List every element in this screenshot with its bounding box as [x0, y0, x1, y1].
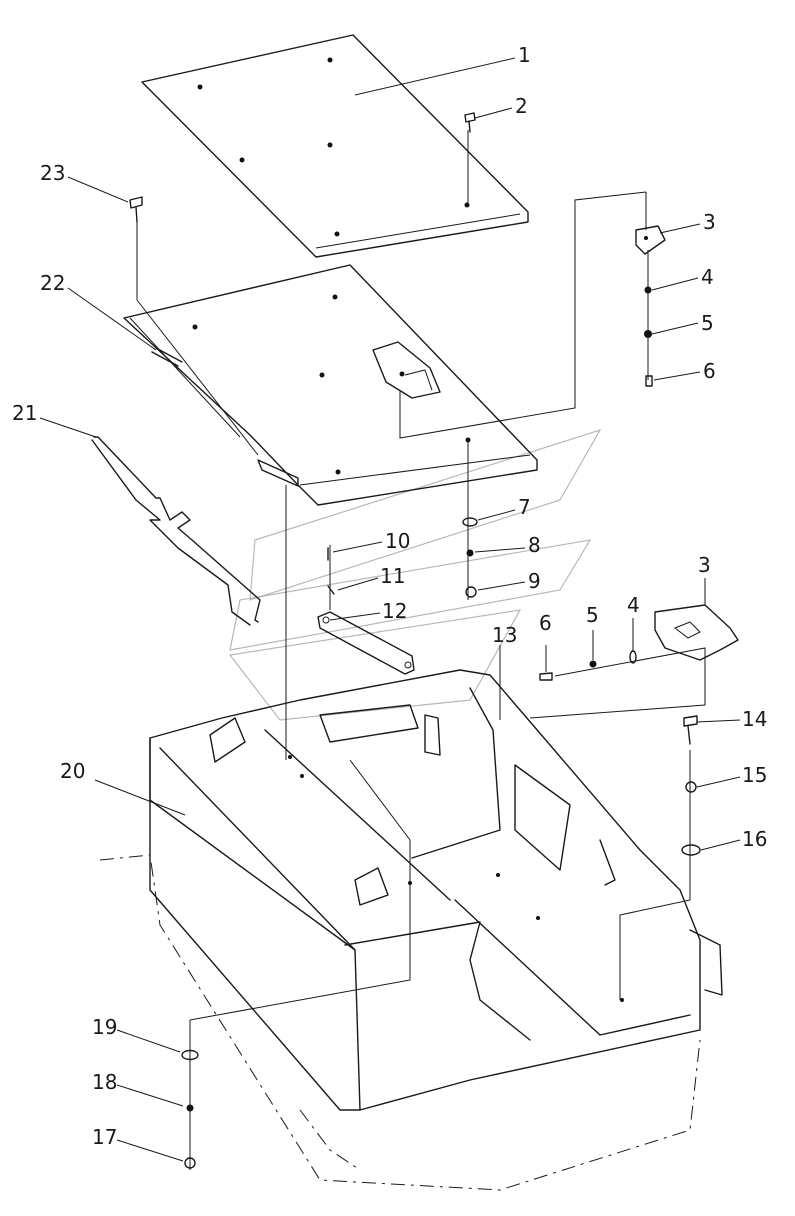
callout-4-upper: 4	[701, 265, 714, 289]
base-outline	[99, 854, 701, 1191]
callout-3-lower: 3	[698, 553, 711, 577]
callout-8: 8	[528, 533, 541, 557]
callout-6-upper: 6	[703, 359, 716, 383]
watermark-logo	[228, 428, 602, 721]
callout-2: 2	[515, 94, 528, 118]
callout-18: 18	[92, 1070, 117, 1094]
leader-lines	[39, 57, 741, 1162]
part-main-housing	[149, 669, 723, 1111]
callout-12: 12	[382, 599, 407, 623]
callout-3-upper: 3	[703, 210, 716, 234]
callout-labels: 1 2 3 4 5 6 23 22 21 7 10 8 11 9 12 13 6…	[12, 43, 767, 1149]
callout-5-upper: 5	[701, 311, 714, 335]
callout-21: 21	[12, 401, 37, 425]
callout-15: 15	[742, 763, 767, 787]
callout-1: 1	[518, 43, 531, 67]
callout-10: 10	[385, 529, 410, 553]
part-lower-plate	[123, 264, 538, 506]
callout-23: 23	[40, 161, 65, 185]
callout-20: 20	[60, 759, 85, 783]
alignment-lines	[136, 130, 706, 1170]
callout-13: 13	[492, 623, 517, 647]
callout-4-lower: 4	[627, 593, 640, 617]
callout-16: 16	[742, 827, 767, 851]
callout-22: 22	[40, 271, 65, 295]
part-wire-rod	[91, 436, 261, 626]
fastener-parts	[129, 112, 739, 1169]
callout-6-lower: 6	[539, 611, 552, 635]
callout-9: 9	[528, 569, 541, 593]
callout-19: 19	[92, 1015, 117, 1039]
callout-7: 7	[518, 495, 531, 519]
callout-14: 14	[742, 707, 767, 731]
callout-5-lower: 5	[586, 603, 599, 627]
callout-11: 11	[380, 564, 405, 588]
callout-17: 17	[92, 1125, 117, 1149]
